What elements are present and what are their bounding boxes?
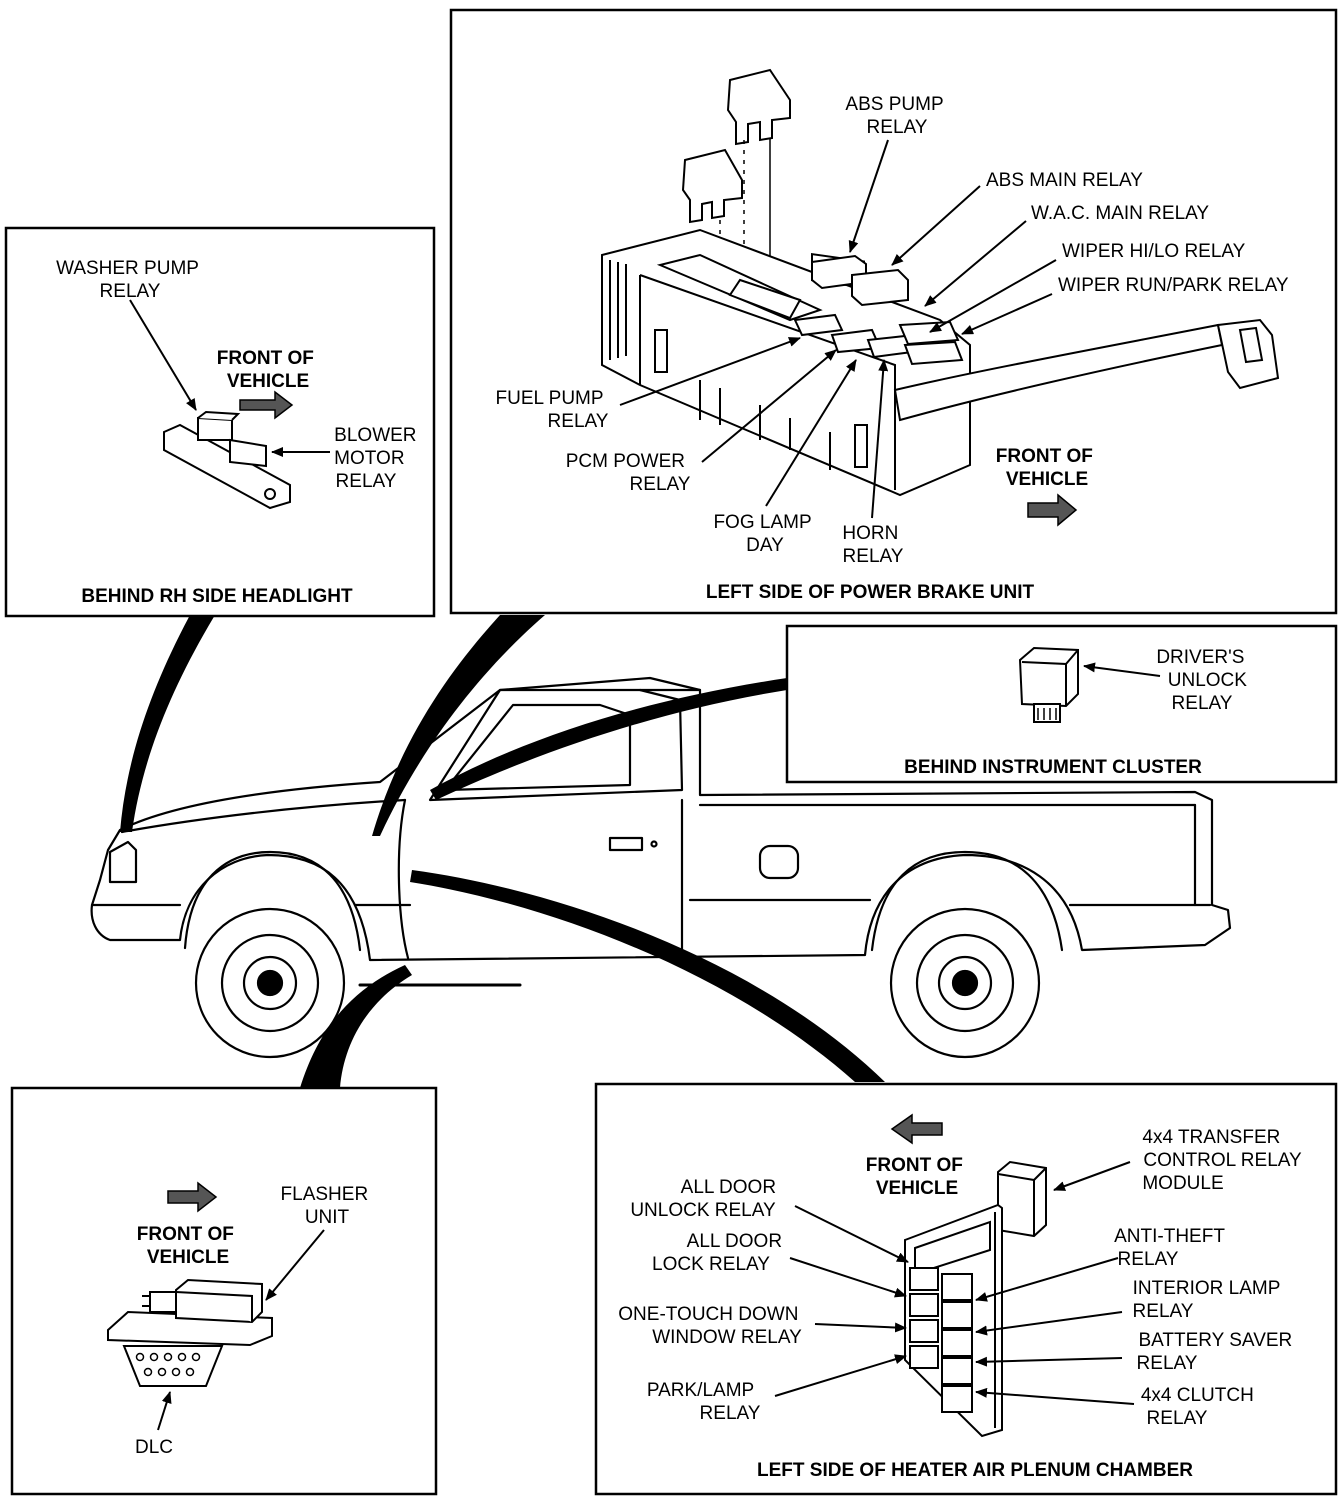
wedge-instrument — [430, 678, 787, 800]
caption-rh-headlight: BEHIND RH SIDE HEADLIGHT — [81, 586, 353, 607]
label-washer-pump-relay: WASHER PUMP RELAY — [56, 258, 204, 302]
leader-flasher-unit — [265, 1229, 325, 1301]
panel-instrument-cluster: DRIVER'S UNLOCK RELAY BEHIND INSTRUMENT … — [785, 624, 1338, 784]
label-wiper-hilo-relay: WIPER HI/LO RELAY — [1062, 241, 1246, 262]
truck-wheels — [194, 907, 1041, 1059]
label-all-door-unlock-relay: ALL DOOR UNLOCK RELAY — [630, 1177, 781, 1221]
dlc-connector-icon — [122, 1345, 224, 1387]
pickup-truck — [90, 676, 1232, 987]
label-transfer-control-relay-module: 4x4 TRANSFER CONTROL RELAY MODULE — [1142, 1127, 1306, 1194]
front-arrow-icon — [890, 1113, 943, 1145]
power-brake-leaders — [619, 139, 1057, 519]
label-dlc: DLC — [135, 1437, 173, 1458]
label-abs-main-relay: ABS MAIN RELAY — [986, 170, 1143, 191]
wedge-heater — [410, 870, 885, 1082]
wedge-power-brake — [372, 615, 545, 836]
label-wac-main-relay: W.A.C. MAIN RELAY — [1031, 203, 1209, 224]
panel-power-brake: ABS PUMP RELAY ABS MAIN RELAY W.A.C. MAI… — [449, 8, 1338, 615]
wedge-rh-headlight — [120, 615, 215, 832]
panel-flasher: FRONT OF VEHICLE FLASHER UNIT DLC — [10, 1086, 438, 1496]
label-interior-lamp-relay: INTERIOR LAMP RELAY — [1133, 1278, 1286, 1322]
fuse-icon — [681, 68, 791, 224]
leader-washer-pump — [129, 299, 197, 411]
label-drivers-unlock-relay: DRIVER'S UNLOCK RELAY — [1156, 647, 1252, 714]
front-arrow-icon — [1027, 493, 1078, 527]
label-fog-lamp-day: FOG LAMP DAY — [713, 512, 816, 556]
label-front-of-vehicle-rh: FRONT OF VEHICLE — [217, 348, 319, 392]
callout-wedges — [120, 615, 885, 1088]
label-horn-relay: HORN RELAY — [842, 523, 903, 567]
panel-heater-plenum: FRONT OF VEHICLE — [594, 1082, 1338, 1496]
label-anti-theft-relay: ANTI-THEFT RELAY — [1114, 1226, 1230, 1270]
relay-bracket-icon — [163, 410, 291, 510]
label-all-door-lock-relay: ALL DOOR LOCK RELAY — [652, 1231, 787, 1275]
label-park-lamp-relay: PARK/LAMP RELAY — [647, 1380, 761, 1424]
caption-power-brake: LEFT SIDE OF POWER BRAKE UNIT — [706, 582, 1035, 603]
label-battery-saver-relay: BATTERY SAVER RELAY — [1137, 1330, 1298, 1374]
wedge-flasher — [300, 965, 412, 1088]
front-arrow-icon — [167, 1181, 218, 1213]
label-blower-motor-relay: BLOWER MOTOR RELAY — [334, 425, 422, 492]
label-wiper-run-park-relay: WIPER RUN/PARK RELAY — [1058, 275, 1289, 296]
relay-panel — [904, 1203, 1003, 1438]
label-clutch-relay: 4x4 CLUTCH RELAY — [1141, 1385, 1259, 1429]
panel-rh-headlight: WASHER PUMP RELAY FRONT OF VEHICLE BLOWE… — [4, 226, 436, 618]
caption-heater-plenum: LEFT SIDE OF HEATER AIR PLENUM CHAMBER — [757, 1460, 1193, 1481]
label-flasher-unit: FLASHER UNIT — [281, 1184, 374, 1228]
heater-plenum-leaders — [774, 1161, 1135, 1405]
front-arrow-icon — [239, 390, 294, 420]
relay-slots — [909, 1267, 973, 1413]
label-one-touch-down-window-relay: ONE-TOUCH DOWN WINDOW RELAY — [618, 1304, 803, 1348]
label-abs-pump-relay: ABS PUMP RELAY — [845, 94, 948, 138]
caption-instrument-cluster: BEHIND INSTRUMENT CLUSTER — [904, 757, 1202, 778]
flasher-unit-icon — [107, 1278, 273, 1347]
leader-drivers-unlock — [1083, 662, 1161, 677]
label-front-of-vehicle-heater: FRONT OF VEHICLE — [866, 1155, 968, 1199]
transfer-control-module-icon — [997, 1160, 1047, 1238]
leader-dlc — [157, 1391, 172, 1431]
label-front-of-vehicle-brake: FRONT OF VEHICLE — [996, 446, 1098, 490]
label-fuel-pump-relay: FUEL PUMP RELAY — [496, 388, 609, 432]
drivers-unlock-relay-icon — [1018, 646, 1079, 723]
label-front-of-vehicle-flasher: FRONT OF VEHICLE — [137, 1224, 239, 1268]
label-pcm-power-relay: PCM POWER RELAY — [566, 451, 691, 495]
